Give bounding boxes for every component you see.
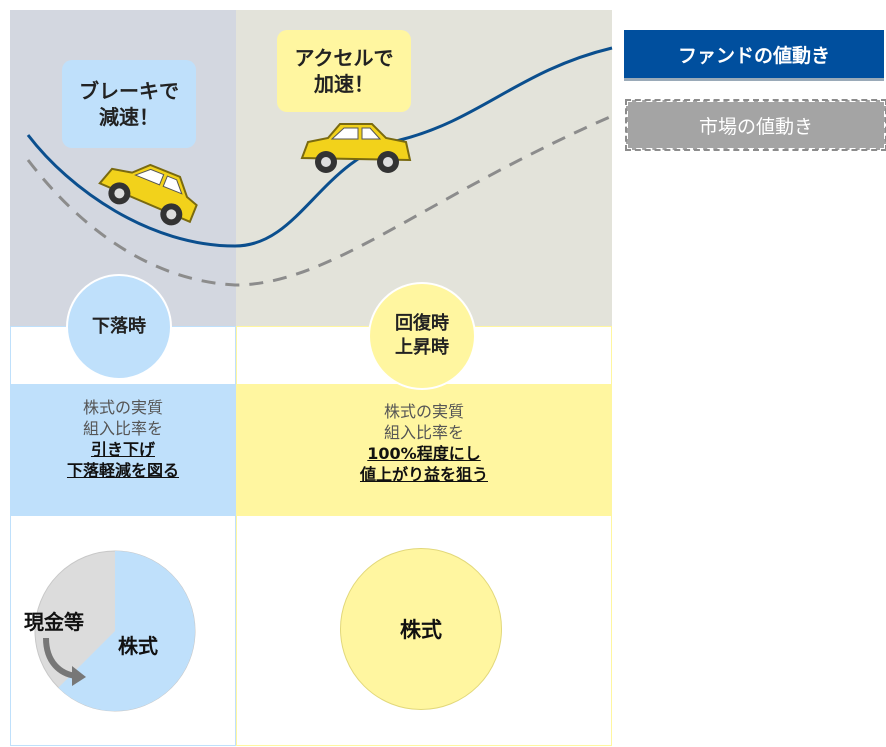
stock-slice [58,551,195,711]
stock-label-right: 株式 [400,618,442,642]
decline-text-line2: 組入比率を [82,419,163,438]
recovery-allocation-circle: 株式 [340,548,502,710]
decline-strategy-text: 株式の実質 組入比率を 引き下げ 下落軽減を図る [10,397,236,481]
decline-text-line1: 株式の実質 [82,398,163,417]
decline-allocation-pie [34,550,196,712]
accel-speech-bubble: アクセルで 加速！ [277,30,411,112]
decline-phase-text: 下落時 [92,316,146,337]
recovery-strategy-band [236,384,612,516]
recovery-phase-line1: 回復時 [395,313,449,334]
accel-bubble-line2: 加速！ [314,72,374,96]
decline-strategy-band [10,384,236,516]
legend-market-movement: 市場の値動き [625,99,886,151]
recovery-strategy-text: 株式の実質 組入比率を 100%程度にし 値上がり益を狙う [236,401,612,485]
market-movement-line [26,114,613,287]
brake-speech-bubble: ブレーキで 減速！ [62,60,196,148]
recovery-phase-label: 回復時 上昇時 [368,282,476,390]
brake-bubble-line2: 減速！ [99,105,159,129]
recovery-phase-line2: 上昇時 [395,337,449,358]
cash-label: 現金等 [24,610,84,634]
brake-bubble-line1: ブレーキで [79,79,179,103]
recovery-text-emphasis2: 値上がり益を狙う [359,465,488,484]
recovery-text-emphasis1: 100%程度にし [367,444,481,463]
fund-movement-line [26,46,613,248]
stock-label-left: 株式 [118,634,158,658]
legend-fund-movement: ファンドの値動き [624,30,884,78]
recovery-text-line2: 組入比率を [383,423,464,442]
decline-phase-label: 下落時 [66,274,172,380]
car-icon-braking [98,163,198,226]
decline-text-emphasis2: 下落軽減を図る [66,461,179,480]
accel-bubble-line1: アクセルで [294,46,394,70]
decline-text-emphasis1: 引き下げ [90,440,155,459]
car-icon-accelerating [300,123,412,173]
recovery-text-line1: 株式の実質 [383,402,464,421]
